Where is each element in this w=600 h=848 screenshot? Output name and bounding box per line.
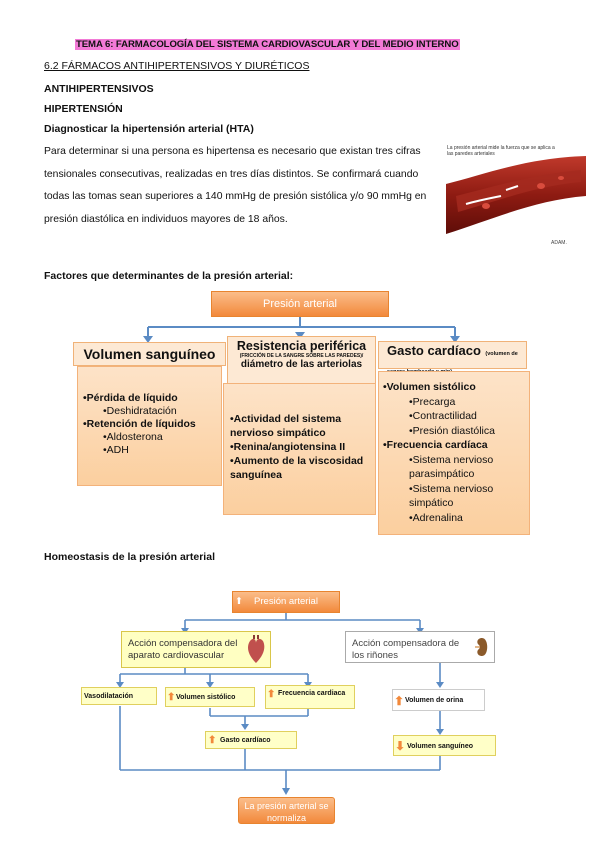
volumen-orina-box: ⬆ Volumen de orina bbox=[392, 689, 485, 711]
heading-antihipertensivos: ANTIHIPERTENSIVOS bbox=[44, 83, 154, 95]
gasto-title: Gasto cardíaco bbox=[387, 343, 481, 358]
resistencia-note: (FRICCIÓN DE LA SANGRE SOBRE LAS PAREDES… bbox=[239, 353, 364, 359]
arrow-up-icon: ⬆ bbox=[267, 689, 276, 700]
arrow-up-icon: ⬆ bbox=[235, 596, 243, 607]
list-item: •Deshidratación bbox=[103, 405, 177, 417]
volumen-sanguineo-box: ⬇ Volumen sanguíneo bbox=[393, 735, 496, 756]
heading-diagnostico: Diagnosticar la hipertensión arterial (H… bbox=[44, 123, 254, 135]
heading-factores: Factores que determinantes de la presión… bbox=[44, 270, 294, 282]
heading-homeostasis: Homeostasis de la presión arterial bbox=[44, 551, 215, 563]
homeo-presion-box: ⬆ Presión arterial bbox=[232, 591, 340, 613]
list-item: •Aumento de la viscosidad sanguínea bbox=[230, 455, 364, 481]
presion-normaliza-box: La presión arterial se normaliza bbox=[238, 797, 335, 824]
illustration-credit: ADAM. bbox=[551, 240, 567, 246]
arrow-up-icon: ⬆ bbox=[167, 692, 176, 703]
list-item: •Contractilidad bbox=[409, 410, 477, 422]
list-item: •Retención de líquidos bbox=[83, 418, 196, 430]
list-item: •Aldosterona bbox=[103, 431, 163, 443]
section-subtitle: 6.2 FÁRMACOS ANTIHIPERTENSIVOS Y DIURÉTI… bbox=[44, 60, 310, 72]
gasto-cardiaco-box: ⬆ Gasto cardíaco bbox=[205, 731, 297, 749]
heading-hipertension: HIPERTENSIÓN bbox=[44, 103, 123, 115]
list-item: •Precarga bbox=[409, 395, 456, 408]
arrow-up-icon: ⬆ bbox=[394, 694, 405, 708]
heart-icon bbox=[248, 635, 265, 663]
resistencia-subtitle: diámetro de las arteriolas bbox=[240, 359, 363, 370]
gasto-cardiaco-box: •Volumen sistólico •Precarga •Contractil… bbox=[378, 371, 530, 535]
presion-arterial-box: Presión arterial bbox=[211, 291, 389, 317]
renal-compensation-box: Acción compensadora de los riñones bbox=[345, 631, 495, 663]
list-item: •Presión diastólica bbox=[409, 424, 495, 437]
resistencia-periferica-box: •Actividad del sistema nervioso simpátic… bbox=[223, 383, 376, 515]
volumen-sistolico-box: ⬆ Volumen sistólico bbox=[165, 687, 255, 707]
volumen-sanguineo-box: •Pérdida de líquido •Deshidratación •Ret… bbox=[77, 366, 222, 486]
arrow-down-icon: ⬇ bbox=[395, 739, 406, 753]
resistencia-title: Resistencia periférica bbox=[236, 339, 367, 353]
list-item: •Sistema nervioso parasimpático bbox=[409, 453, 494, 481]
diagnostico-paragraph: Para determinar si una persona es hipert… bbox=[44, 146, 427, 225]
frecuencia-cardiaca-box: ⬆ Frecuencia cardiaca bbox=[265, 685, 355, 709]
list-item: •Adrenalina bbox=[409, 511, 463, 524]
list-item: •Renina/angiotensina II bbox=[230, 441, 346, 453]
document-title: TEMA 6: FARMACOLOGÍA DEL SISTEMA CARDIOV… bbox=[75, 39, 460, 50]
list-item: •Sistema nervioso simpático bbox=[409, 482, 494, 510]
list-item: •Volumen sistólico bbox=[383, 381, 476, 393]
list-item: •Actividad del sistema nervioso simpátic… bbox=[230, 413, 342, 439]
volumen-sanguineo-header: Volumen sanguíneo bbox=[73, 342, 226, 366]
kidney-icon bbox=[475, 638, 488, 656]
cardiovascular-compensation-box: Acción compensadora del aparato cardiova… bbox=[121, 631, 271, 668]
list-item: •Pérdida de líquido bbox=[83, 392, 178, 404]
artery-illustration bbox=[446, 156, 586, 234]
illustration-caption: La presión arterial mide la fuerza que s… bbox=[447, 145, 555, 157]
list-item: •ADH bbox=[103, 444, 129, 456]
vasodilatacion-box: Vasodilatación bbox=[81, 687, 157, 705]
arrow-up-icon: ⬆ bbox=[208, 735, 217, 746]
list-item: •Frecuencia cardíaca bbox=[383, 439, 488, 451]
